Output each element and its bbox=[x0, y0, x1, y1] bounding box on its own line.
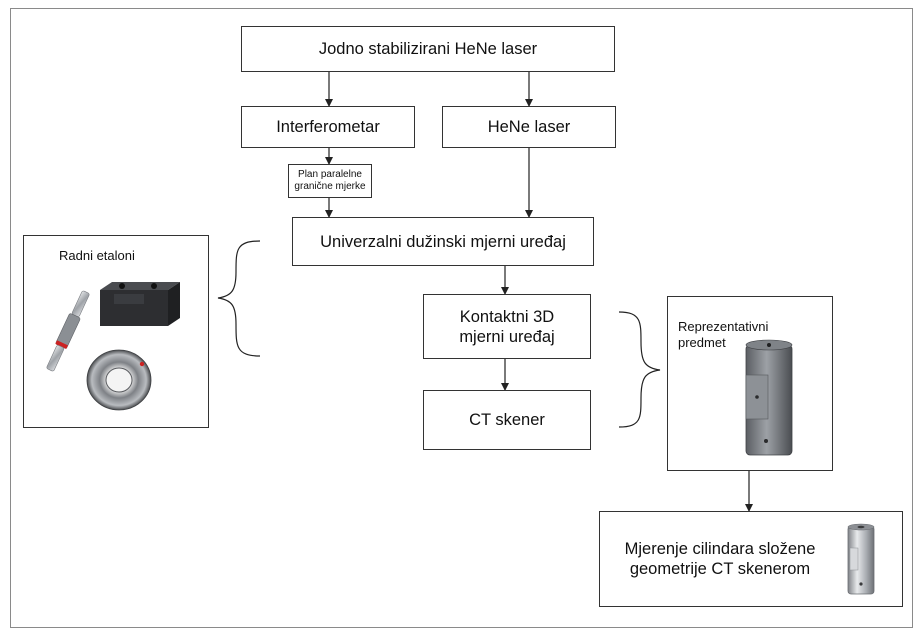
brace-left bbox=[217, 240, 261, 357]
box-contact-3d: Kontaktni 3D mjerni uređaj bbox=[423, 294, 591, 359]
box-universal-device: Univerzalni dužinski mjerni uređaj bbox=[292, 217, 594, 266]
plug-gauge-icon bbox=[46, 290, 90, 372]
box-contact-3d-label: Kontaktni 3D mjerni uređaj bbox=[459, 307, 555, 346]
panel-representative-object-title: Reprezentativni predmet bbox=[678, 319, 769, 350]
panel-working-standards-title: Radni etaloni bbox=[59, 248, 135, 263]
gauge-block-icon bbox=[100, 282, 180, 326]
box-gauge-blocks: Plan paralelne granične mjerke bbox=[288, 164, 372, 198]
box-interferometer: Interferometar bbox=[241, 106, 415, 148]
box-hene-laser: HeNe laser bbox=[442, 106, 616, 148]
box-gauge-blocks-label: Plan paralelne granične mjerke bbox=[294, 169, 366, 192]
box-ct-scanner-label: CT skener bbox=[469, 411, 545, 429]
panel-working-standards: Radni etaloni bbox=[23, 235, 209, 428]
box-interferometer-label: Interferometar bbox=[276, 118, 380, 136]
box-universal-device-label: Univerzalni dužinski mjerni uređaj bbox=[320, 232, 566, 251]
box-ct-scanner: CT skener bbox=[423, 390, 591, 450]
ring-gauge-icon bbox=[86, 349, 152, 411]
box-measurement: Mjerenje cilindara složene geometrije CT… bbox=[599, 511, 903, 607]
diagram-frame bbox=[10, 8, 913, 628]
box-stabilized-laser-label: Jodno stabilizirani HeNe laser bbox=[318, 40, 538, 58]
brace-right bbox=[618, 311, 661, 428]
panel-representative-object: Reprezentativni predmet bbox=[667, 296, 833, 471]
cylinder-photo-icon bbox=[847, 523, 875, 595]
box-stabilized-laser: Jodno stabilizirani HeNe laser bbox=[241, 26, 615, 72]
representative-cylinder-icon bbox=[745, 339, 793, 456]
box-measurement-label: Mjerenje cilindara složene geometrije CT… bbox=[624, 540, 816, 578]
box-hene-laser-label: HeNe laser bbox=[487, 118, 571, 136]
